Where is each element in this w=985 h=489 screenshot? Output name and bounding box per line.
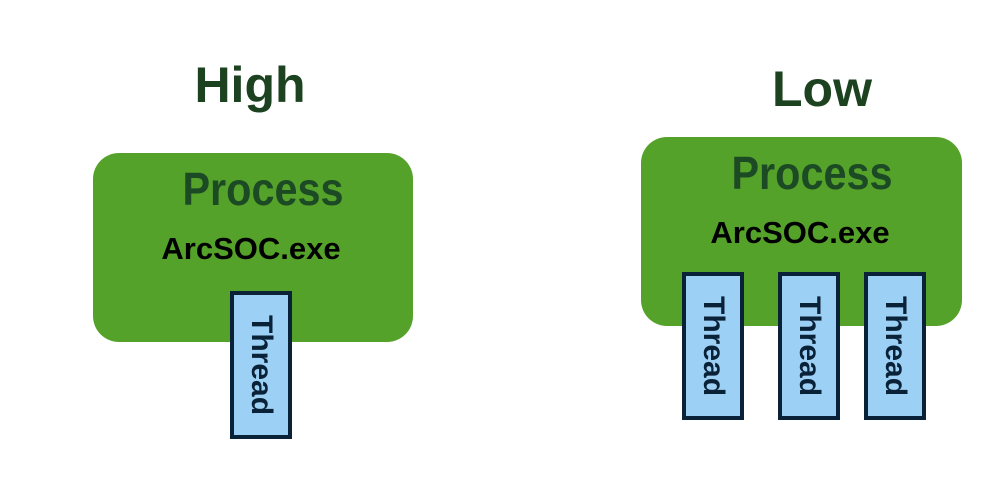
thread: Thread: [778, 272, 840, 420]
panel-title-low: Low: [772, 61, 872, 117]
panel-title-high: High: [194, 57, 306, 113]
exe-label: ArcSOC.exe: [710, 215, 890, 250]
thread: Thread: [682, 272, 744, 420]
thread: Thread: [230, 291, 292, 439]
thread-label: Thread: [879, 295, 912, 397]
thread-label: Thread: [245, 314, 278, 416]
thread-label: Thread: [793, 295, 826, 397]
thread-label: Thread: [697, 295, 730, 397]
process-label: Process: [731, 147, 893, 199]
process-label: Process: [182, 163, 344, 215]
thread: Thread: [864, 272, 926, 420]
exe-label: ArcSOC.exe: [161, 231, 341, 266]
